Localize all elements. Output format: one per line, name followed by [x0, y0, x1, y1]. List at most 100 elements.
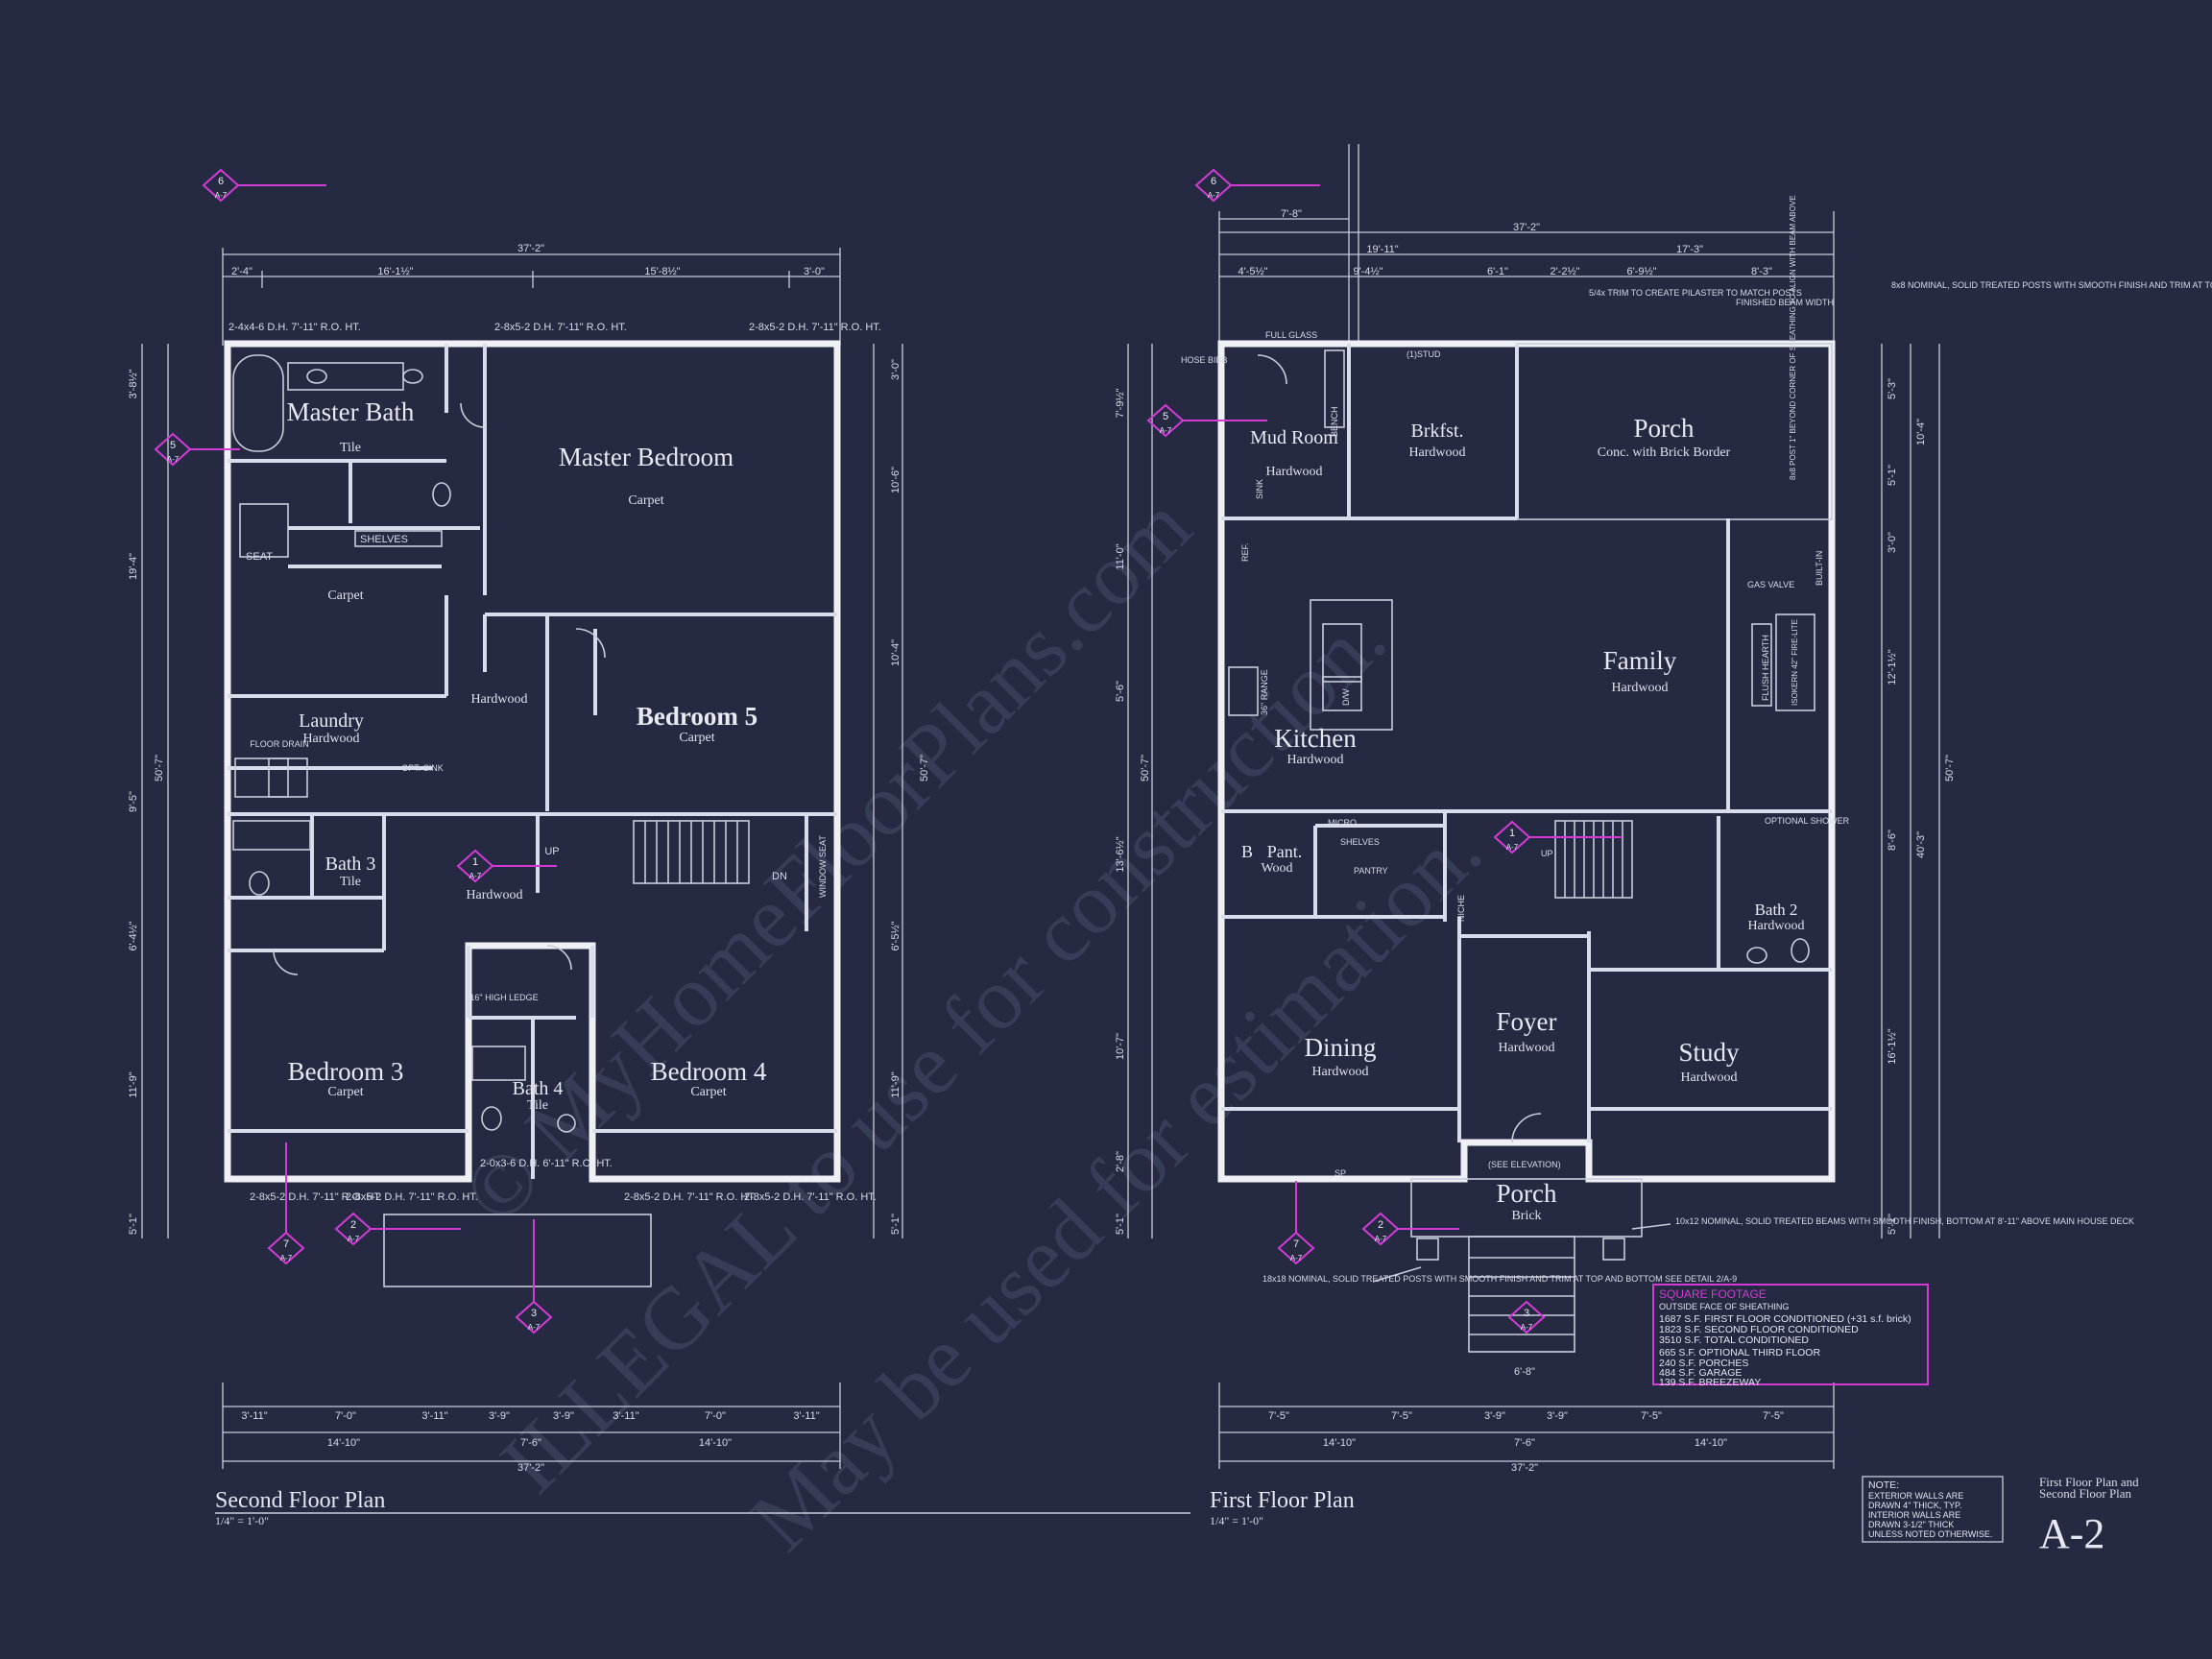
room-finish: Wood [1261, 861, 1292, 876]
porch-roof-outline [383, 1214, 652, 1287]
note-dn: DN [772, 871, 787, 882]
dim-text: 3'-9" [1547, 1410, 1568, 1422]
tag-sheet: A-7 [280, 1254, 293, 1262]
dim-text: 5'-6" [1115, 681, 1126, 702]
dim-text: 3'-11" [793, 1410, 819, 1422]
dim-text: 6'-9½" [1626, 266, 1656, 277]
dim-text: 11'-9" [890, 1071, 902, 1097]
dim-text: 2'-8" [1115, 1151, 1126, 1172]
room-name-master-bedroom: Master Bedroom [559, 443, 733, 471]
tag-sheet: A-7 [215, 191, 228, 200]
tag-sheet: A-7 [1290, 1254, 1303, 1262]
dim-text: 14'-10" [1323, 1437, 1356, 1449]
dim-text: 7'-8" [1281, 208, 1302, 220]
room-finish: Hardwood [1265, 465, 1322, 479]
tag-number: 3 [1524, 1308, 1529, 1319]
section-tag[interactable]: 3 A-7 [515, 1219, 553, 1334]
second-floor-plan: 37'-2" 2'-4" 16'-1½" 15'-8½" 3'-0" [128, 243, 1190, 1527]
first-floor-plan: 7'-8" 37'-2" 19'-11" 17'-3" 4'-5½" 9'-4½… [1115, 144, 2212, 1527]
room-name-bedroom-4: Bedroom 4 [651, 1057, 767, 1086]
second-floor-scale: 1/4" = 1'-0" [215, 1514, 269, 1527]
watermark: © MyHomeFloorPlans.com ILLEGAL to use fo… [444, 477, 1500, 1569]
dim-text: 9'-4½" [1353, 266, 1382, 277]
dim-text: 2'-2½" [1550, 266, 1579, 277]
vanity-icon [232, 820, 311, 851]
dim-text: 3'-8½" [128, 369, 139, 398]
tag-sheet: A-7 [1521, 1323, 1533, 1332]
section-tag[interactable]: 2 A-7 [334, 1212, 461, 1246]
section-tag[interactable]: 1 A-7 [456, 849, 557, 883]
sink-icon [1746, 947, 1767, 964]
dim-text: 17'-3" [1676, 244, 1703, 255]
fireplace-icon [1775, 613, 1815, 711]
room-finish: Hardwood [1611, 681, 1668, 695]
dim-text: 37'-2" [1511, 1462, 1538, 1474]
room-name-dining: Dining [1304, 1033, 1376, 1062]
section-tag[interactable]: 6 A-7 [1194, 168, 1320, 203]
sink-icon [557, 1114, 576, 1133]
section-tag[interactable]: 5 A-7 [1146, 403, 1267, 438]
dim-text: 14'-10" [327, 1437, 360, 1449]
tag-number: 1 [472, 856, 478, 868]
room-name-laundry: Laundry [299, 710, 364, 732]
tag-number: 7 [1293, 1238, 1299, 1250]
kitchen-island-icon [1310, 599, 1393, 731]
tag-sheet: A-7 [167, 455, 180, 464]
section-tags: 6 A-7 5 A-7 1 A-7 7 A-7 2 A-7 [154, 168, 1623, 1334]
section-tag[interactable]: 6 A-7 [202, 168, 326, 203]
room-finish: Tile [340, 875, 361, 889]
dim-text: 50'-7" [154, 755, 165, 781]
dishwasher-icon [1322, 676, 1362, 711]
dim-text: 50'-7" [1140, 755, 1151, 781]
sqft-line: 484 S.F. GARAGE [1659, 1367, 1742, 1379]
sheet-description-1: First Floor Plan and [2039, 1475, 2139, 1489]
note-stud: (1)STUD [1407, 349, 1441, 359]
note-hose-bibb: HOSE BIBB [1181, 355, 1228, 365]
room-finish-closet: Carpet [327, 589, 363, 603]
window-callout: 2-0x3-6 D.H. 6'-11" R.O. HT. [480, 1158, 613, 1169]
dim-text: 10'-4" [1915, 419, 1927, 445]
dim-text: 2'-4" [231, 266, 252, 277]
room-name-b: B [1241, 842, 1253, 861]
callout-8x8-post-corner: 8x8 POST 1" BEYOND CORNER OF SHEATHING T… [1789, 195, 1797, 480]
room-name-rear-porch: Porch [1634, 414, 1695, 443]
sqft-line: 139 S.F. BREEZEWAY [1659, 1377, 1761, 1388]
second-floor-title: Second Floor Plan [215, 1488, 385, 1513]
section-tag[interactable]: 5 A-7 [154, 432, 240, 467]
room-name-mud-room: Mud Room [1250, 427, 1338, 448]
tag-sheet: A-7 [1160, 426, 1172, 435]
section-tag[interactable]: 7 A-7 [1277, 1181, 1315, 1265]
section-tag[interactable]: 2 A-7 [1361, 1212, 1459, 1246]
hearth-icon [1751, 623, 1772, 707]
dim-text: 3'-0" [1887, 532, 1898, 553]
note-opt-sink: OPT. SINK [401, 763, 444, 773]
note-full-glass: FULL GLASS [1265, 330, 1317, 340]
dim-text: 50'-7" [919, 755, 930, 781]
callout-beam-width: FINISHED BEAM WIDTH [1736, 298, 1834, 307]
dim-text: 16'-1½" [1887, 1028, 1898, 1064]
range-icon [1228, 666, 1259, 716]
dim-text: 7'-6" [520, 1437, 541, 1449]
tag-number: 1 [1509, 828, 1515, 839]
first-floor-dims-top: 7'-8" 37'-2" 19'-11" 17'-3" 4'-5½" 9'-4½… [1218, 144, 1835, 346]
window-callout: 2-8x5-2 D.H. 7'-11" R.O. HT. [346, 1191, 478, 1203]
section-tag[interactable]: 3 A-7 [1507, 1300, 1546, 1334]
section-tag[interactable]: 7 A-7 [267, 1142, 305, 1265]
note-fireplace: ISOKERN 42" FIRE-LITE [1791, 619, 1799, 706]
section-tag[interactable]: 1 A-7 [1493, 820, 1623, 854]
dim-text: 3'-0" [804, 266, 825, 277]
first-floor-interior-walls [1221, 344, 1832, 1142]
note-built-in: BUILT-IN [1815, 551, 1824, 586]
tag-number: 5 [1163, 411, 1168, 422]
door-swing-icon [460, 402, 486, 428]
tag-number: 2 [350, 1219, 356, 1231]
sheet-description-2: Second Floor Plan [2039, 1486, 2132, 1501]
dim-text: 8'-3" [1751, 266, 1772, 277]
door-swing-icon [1511, 1113, 1542, 1143]
room-name-family: Family [1603, 646, 1677, 675]
second-floor-dims-bottom: 3'-11" 7'-0" 3'-11" 3'-9" 3'-9" 3'-11" 7… [222, 1382, 841, 1474]
note-up: UP [544, 846, 559, 857]
first-floor-room-labels: Mud Room Hardwood Brkfst. Hardwood Porch… [1241, 414, 1805, 1223]
note-micro: MICRO. [1328, 818, 1359, 828]
sheet-number: A-2 [2039, 1510, 2104, 1557]
